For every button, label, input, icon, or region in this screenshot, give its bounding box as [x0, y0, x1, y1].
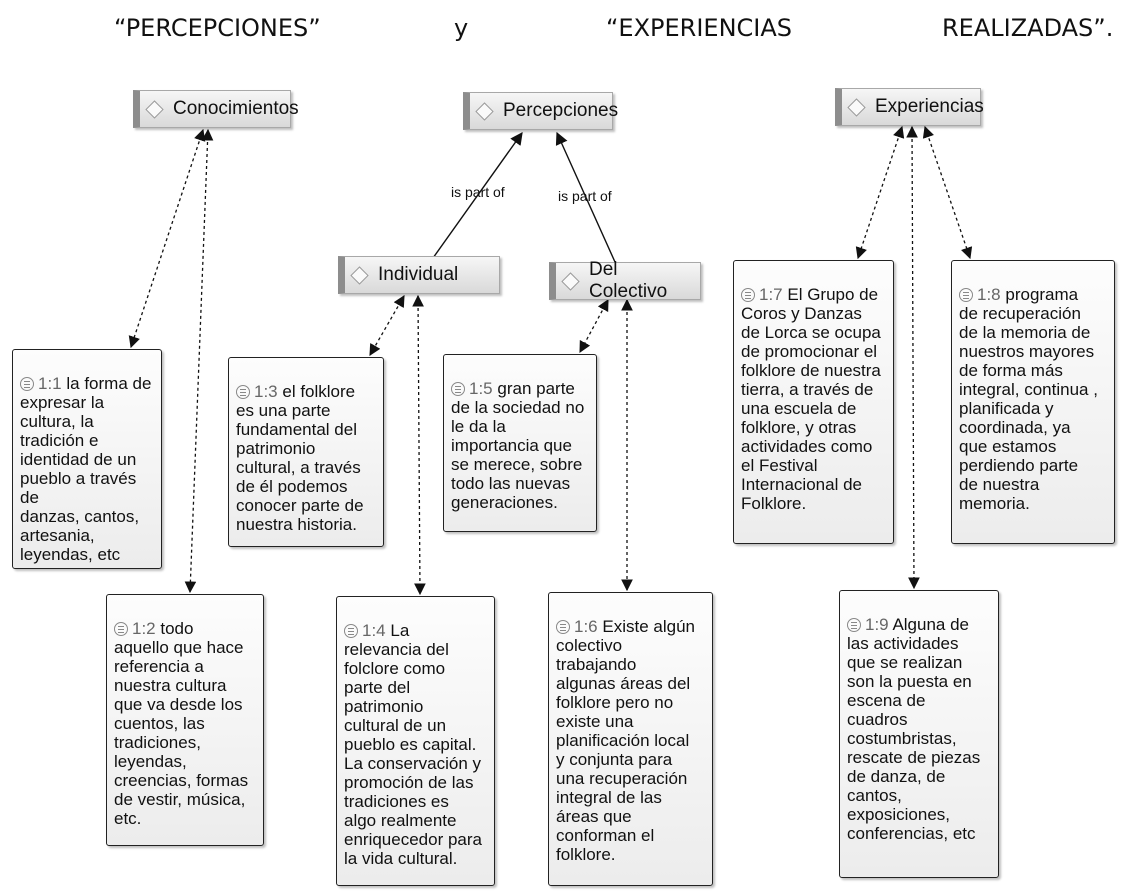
code-node-percepciones[interactable]: Percepciones — [463, 92, 618, 130]
quote-node-1-1[interactable]: 1:1 la forma de expresar la cultura, la … — [12, 349, 162, 569]
quote-icon — [847, 618, 861, 632]
quote-icon — [236, 385, 250, 399]
link-colectivo-percepciones — [555, 131, 616, 263]
code-diamond-icon — [561, 271, 580, 291]
header-word-percepciones: “PERCEPCIONES” — [114, 14, 321, 42]
code-diamond-icon — [350, 265, 369, 285]
code-label: Conocimientos — [173, 98, 299, 119]
quote-id: 1:5 — [469, 379, 493, 398]
code-node-conocimientos[interactable]: Conocimientos — [133, 90, 299, 128]
link-individual-q3 — [369, 294, 405, 357]
quote-icon — [451, 382, 465, 396]
quote-text: El Grupo de Coros y Danzas de Lorca se o… — [741, 285, 881, 513]
quote-text: Existe algún colectivo trabajando alguna… — [556, 617, 695, 864]
quote-id: 1:6 — [574, 617, 598, 636]
quote-icon — [20, 377, 34, 391]
link-conocimientos-q2 — [184, 128, 214, 594]
quote-node-1-6[interactable]: 1:6 Existe algún colectivo trabajando al… — [548, 592, 713, 886]
quote-text: programa de recuperación de la memoria d… — [959, 285, 1098, 513]
quote-node-1-7[interactable]: 1:7 El Grupo de Coros y Danzas de Lorca … — [733, 260, 894, 544]
quote-node-1-8[interactable]: 1:8 programa de recuperación de la memor… — [951, 260, 1115, 544]
quote-text: La relevancia del folclore como parte de… — [344, 621, 482, 868]
quote-text: todo aquello que hace referencia a nuest… — [114, 619, 249, 828]
code-node-individual[interactable]: Individual — [338, 256, 500, 294]
quote-id: 1:2 — [132, 619, 156, 638]
quote-icon — [959, 288, 973, 302]
quote-icon — [741, 288, 755, 302]
quote-id: 1:1 — [38, 374, 62, 393]
code-label: Individual — [378, 264, 459, 285]
quote-icon — [114, 622, 128, 636]
quote-icon — [556, 620, 570, 634]
link-experiencias-q8 — [922, 125, 973, 260]
quote-node-1-5[interactable]: 1:5 gran parte de la sociedad no le da l… — [443, 354, 597, 532]
code-label: Del Colectivo — [589, 259, 668, 302]
quote-text: la forma de expresar la cultura, la trad… — [20, 374, 152, 564]
link-conocimientos-q1 — [128, 128, 206, 349]
quote-node-1-3[interactable]: 1:3 el folklore es una parte fundamental… — [228, 357, 384, 547]
quote-text: el folklore es una parte fundamental del… — [236, 382, 364, 534]
quote-id: 1:7 — [759, 285, 783, 304]
quote-text: Alguna de las actividades que se realiza… — [847, 615, 981, 843]
header-word-realizadas: REALIZADAS”. — [942, 14, 1114, 42]
relation-label-is-part-of: is part of — [451, 184, 505, 200]
link-colectivo-q5 — [579, 298, 609, 354]
quote-id: 1:3 — [254, 382, 278, 401]
code-diamond-icon — [475, 101, 494, 121]
quote-node-1-2[interactable]: 1:2 todo aquello que hace referencia a n… — [106, 594, 264, 846]
header-word-y: y — [454, 14, 469, 42]
relation-label-is-part-of: is part of — [558, 188, 612, 204]
link-experiencias-q7 — [855, 125, 905, 260]
quote-id: 1:4 — [362, 621, 386, 640]
page-header: “PERCEPCIONES” y “EXPERIENCIAS REALIZADA… — [0, 14, 1130, 54]
link-individual-percepciones — [432, 131, 523, 259]
quote-node-1-4[interactable]: 1:4 La relevancia del folclore como part… — [336, 596, 495, 886]
code-node-del-colectivo[interactable]: Del Colectivo — [549, 259, 701, 302]
code-node-experiencias[interactable]: Experiencias — [835, 88, 984, 126]
link-individual-q4 — [412, 294, 426, 596]
code-diamond-icon — [145, 99, 164, 119]
link-experiencias-q9 — [906, 125, 920, 590]
header-word-experiencias: “EXPERIENCIAS — [606, 14, 793, 42]
code-diamond-icon — [847, 97, 866, 117]
code-label: Experiencias — [875, 96, 984, 117]
quote-text: gran parte de la sociedad no le da la im… — [451, 379, 585, 512]
quote-node-1-9[interactable]: 1:9 Alguna de las actividades que se rea… — [839, 590, 999, 878]
quote-icon — [344, 624, 358, 638]
quote-id: 1:8 — [977, 285, 1001, 304]
quote-id: 1:9 — [865, 615, 889, 634]
code-label: Percepciones — [503, 100, 619, 121]
